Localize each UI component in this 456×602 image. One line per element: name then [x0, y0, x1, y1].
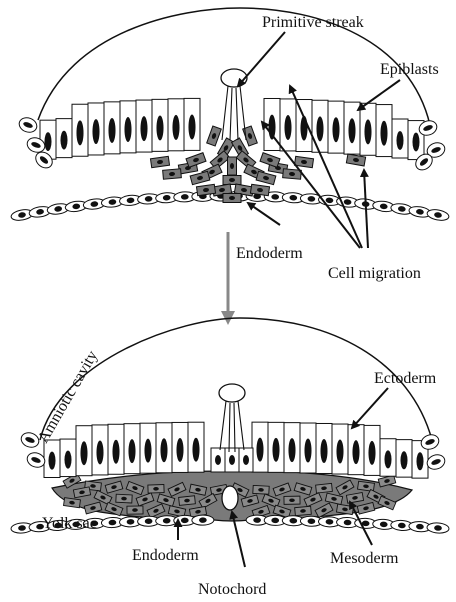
- cell-nucleus: [60, 131, 67, 150]
- cell-nucleus: [124, 117, 131, 142]
- cell-nucleus: [272, 438, 279, 462]
- cell-nucleus: [140, 116, 147, 141]
- label-primitive-streak: Primitive streak: [262, 14, 364, 31]
- embryo-top-panel: [10, 8, 449, 222]
- cell-nucleus: [48, 452, 55, 470]
- cell-nucleus: [108, 118, 115, 143]
- cell-nucleus: [229, 455, 235, 465]
- notochord-structure: [222, 486, 238, 510]
- cell-nucleus: [352, 440, 359, 464]
- cell-nucleus: [160, 438, 167, 462]
- cell-nucleus: [396, 131, 403, 150]
- cell-nucleus: [80, 441, 87, 465]
- cell-nucleus: [332, 117, 339, 142]
- label-yolk-sac: Yolk sac: [42, 515, 97, 532]
- cell-nucleus: [416, 452, 423, 470]
- label-endoderm-top: Endoderm: [236, 245, 303, 262]
- cell-nucleus: [288, 438, 295, 462]
- label-notochord: Notochord: [198, 581, 266, 598]
- cell-nucleus: [380, 121, 387, 146]
- cell-nucleus: [112, 440, 119, 464]
- cell-nucleus: [336, 440, 343, 464]
- cell-nucleus: [368, 441, 375, 465]
- cell-nucleus: [256, 438, 263, 462]
- primitive-streak-arrow: [238, 32, 285, 86]
- cell-nucleus: [320, 439, 327, 463]
- cell-nucleus: [144, 439, 151, 463]
- cell-nucleus: [192, 438, 199, 462]
- label-epiblasts: Epiblasts: [380, 61, 439, 78]
- cell-nucleus: [412, 133, 419, 152]
- cell-nucleus: [243, 455, 249, 465]
- embryo-bottom-panel: [11, 318, 450, 534]
- cell-nucleus: [156, 115, 163, 140]
- cell-nucleus: [64, 451, 71, 469]
- cell-nucleus: [230, 163, 234, 169]
- label-mesoderm: Mesoderm: [330, 550, 399, 567]
- cell-nucleus: [92, 119, 99, 144]
- cell-nucleus: [172, 115, 179, 140]
- cell-nucleus: [215, 455, 221, 465]
- cell-nucleus: [348, 118, 355, 143]
- ectoderm-arrow: [352, 388, 388, 428]
- cell-nucleus: [304, 439, 311, 463]
- label-ectoderm: Ectoderm: [374, 370, 437, 387]
- label-cell-migration: Cell migration: [328, 265, 421, 282]
- cell-nucleus: [44, 132, 51, 151]
- cell-nucleus: [229, 196, 235, 200]
- endoderm-top-arrow: [248, 203, 280, 225]
- cell-nucleus: [384, 450, 391, 468]
- cell-nucleus: [364, 119, 371, 144]
- cell-nucleus: [76, 120, 83, 145]
- label-endoderm-bottom: Endoderm: [132, 547, 199, 564]
- cell-nucleus: [284, 115, 291, 140]
- primitive-node-structure: [219, 384, 245, 452]
- cell-nucleus: [188, 115, 195, 140]
- cell-nucleus: [176, 438, 183, 462]
- cell-nucleus: [96, 440, 103, 464]
- ectoderm-layer: [19, 422, 447, 478]
- cell-nucleus: [316, 116, 323, 141]
- cell-nucleus: [400, 451, 407, 469]
- cell-nucleus: [229, 178, 235, 182]
- cell-nucleus: [128, 439, 135, 463]
